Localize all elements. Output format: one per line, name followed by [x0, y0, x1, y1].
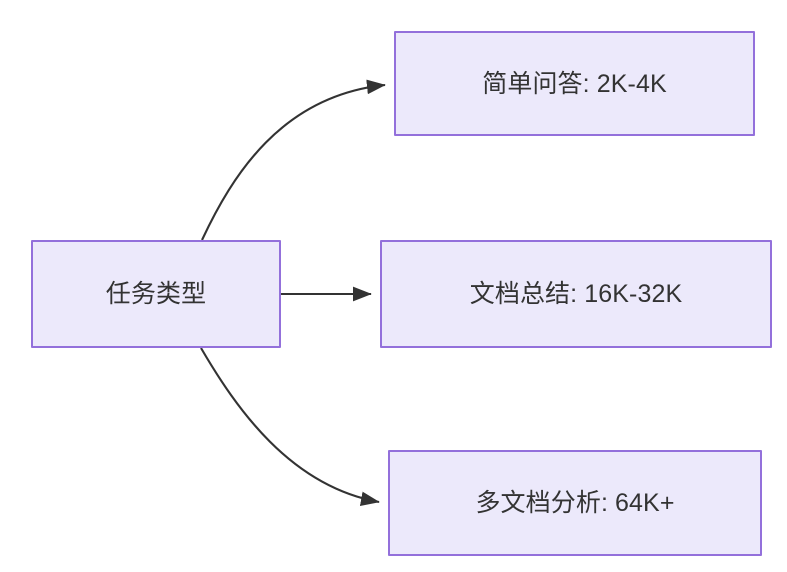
node-task-type[interactable]: 任务类型: [31, 240, 281, 348]
node-simple-qa[interactable]: 简单问答: 2K-4K: [394, 31, 755, 136]
node-multi-doc[interactable]: 多文档分析: 64K+: [388, 450, 762, 556]
node-doc-summary-label: 文档总结: 16K-32K: [469, 280, 683, 308]
edge-task-type-to-simple-qa: [201, 79, 386, 241]
node-multi-doc-label: 多文档分析: 64K+: [475, 489, 675, 517]
node-doc-summary[interactable]: 文档总结: 16K-32K: [380, 240, 772, 348]
node-simple-qa-label: 简单问答: 2K-4K: [482, 69, 667, 98]
edge-task-type-to-multi-doc: [200, 347, 380, 507]
node-task-type-label: 任务类型: [105, 280, 207, 308]
